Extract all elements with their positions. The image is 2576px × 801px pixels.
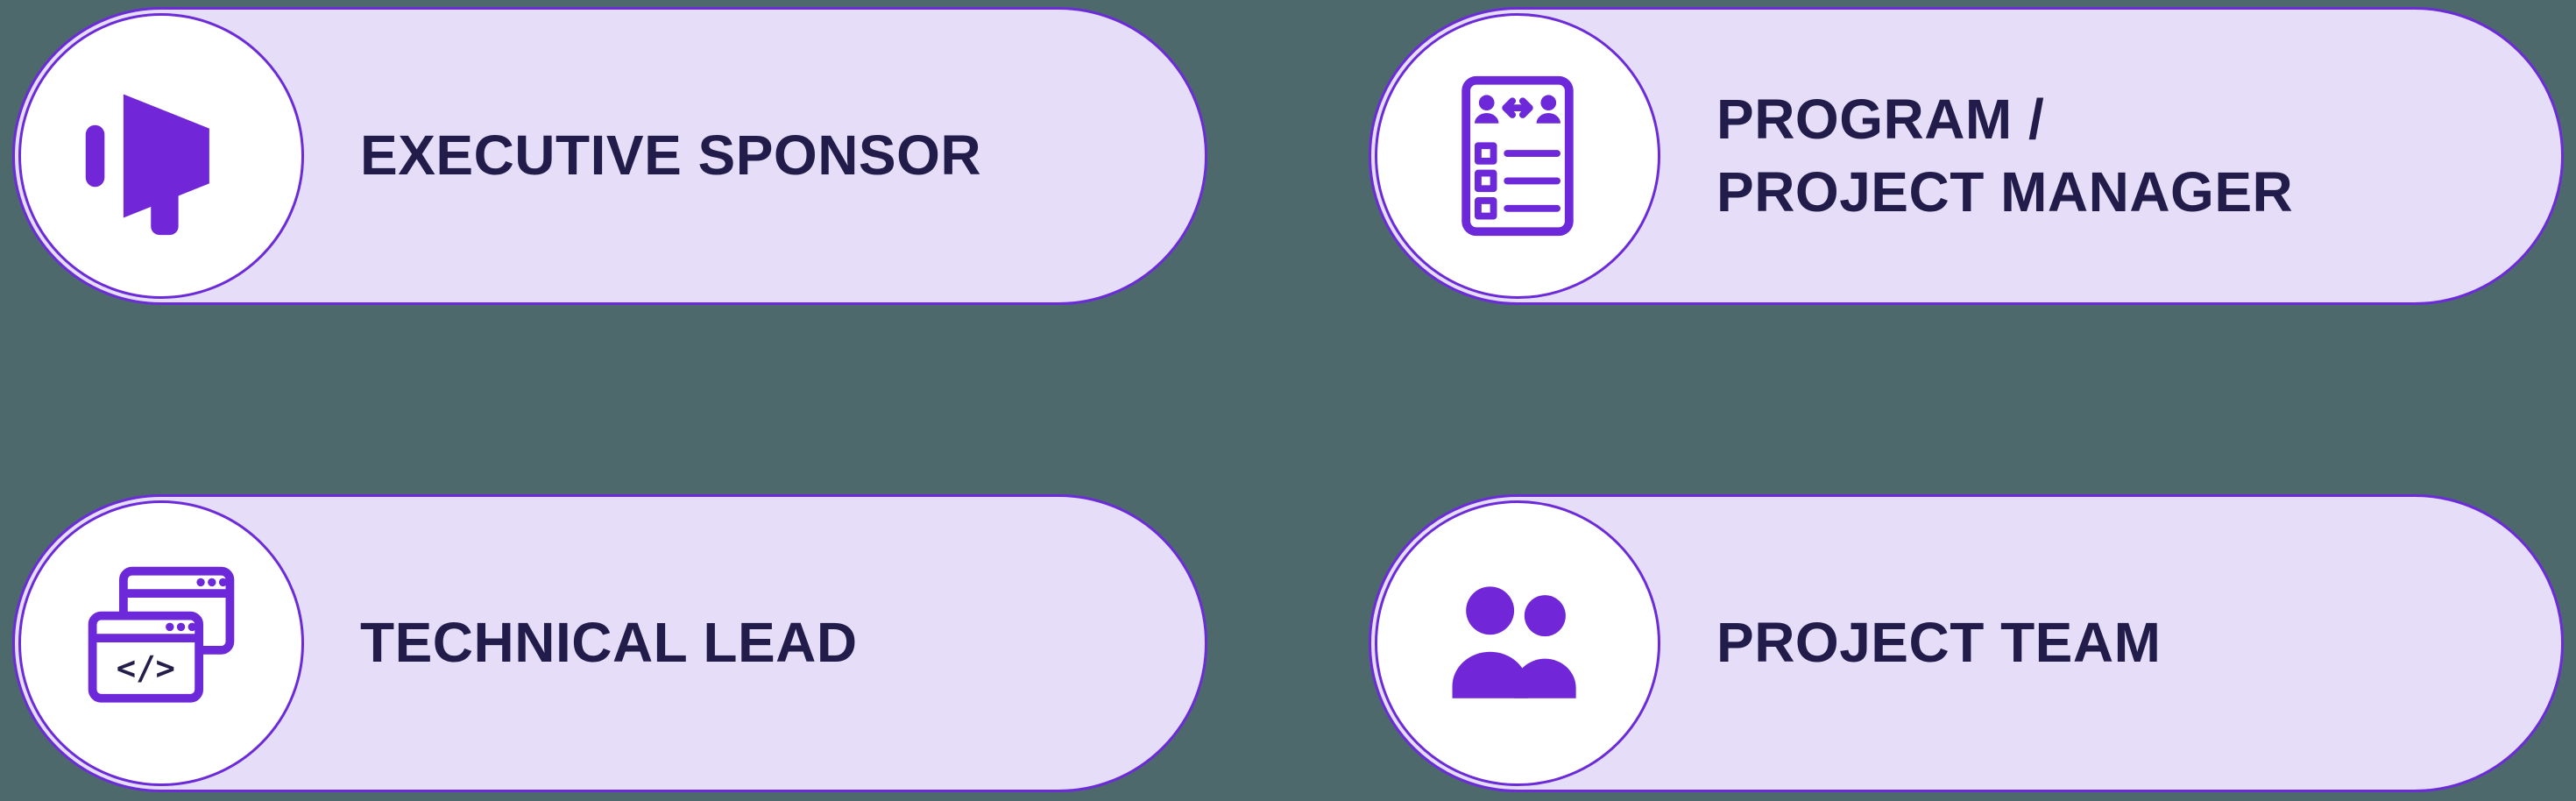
role-label-technical-lead: TECHNICAL LEAD [360,611,858,675]
card-program-project-manager: PROGRAM / PROJECT MANAGER [1369,7,2564,305]
svg-text:</>: </> [117,649,175,687]
project-team-icon-circle [1375,500,1660,786]
code-windows-icon: </> [88,566,235,703]
role-label-program-project-manager: PROGRAM / PROJECT MANAGER [1716,87,2294,223]
card-executive-sponsor: EXECUTIVE SPONSOR [12,7,1207,305]
executive-sponsor-icon-circle [18,13,304,299]
role-label-project-team: PROJECT TEAM [1716,611,2162,675]
megaphone-icon [85,94,209,236]
program-project-manager-icon-circle [1375,13,1660,299]
card-project-team: PROJECT TEAM [1369,494,2564,792]
card-technical-lead: </> TECHNICAL LEAD [12,494,1207,792]
handover-checklist-icon [1461,75,1574,237]
role-label-executive-sponsor: EXECUTIVE SPONSOR [360,124,982,188]
team-icon [1452,586,1576,698]
technical-lead-icon-circle: </> [18,500,304,786]
